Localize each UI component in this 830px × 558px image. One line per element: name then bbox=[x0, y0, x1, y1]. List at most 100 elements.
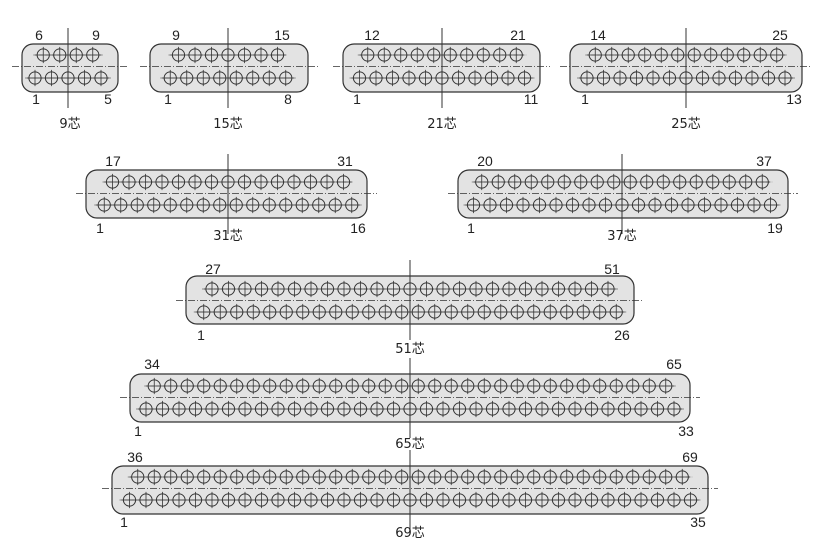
pin-symbol bbox=[490, 173, 507, 191]
pin-symbol bbox=[179, 377, 196, 395]
pin-label-bottom-first: 1 bbox=[32, 91, 40, 107]
pin-symbol bbox=[203, 491, 221, 509]
pin-symbol bbox=[616, 400, 633, 418]
pin-symbol bbox=[476, 303, 493, 321]
pin-label-bottom-first: 1 bbox=[467, 220, 475, 236]
pin-symbol bbox=[302, 173, 319, 191]
pin-symbol bbox=[575, 303, 592, 321]
pin-symbol bbox=[608, 303, 625, 321]
pin-label-bottom-last: 16 bbox=[350, 220, 366, 236]
pin-symbol bbox=[203, 46, 220, 64]
pin-label-top-first: 36 bbox=[127, 449, 143, 465]
pin-symbol bbox=[564, 196, 581, 214]
pin-label-bottom-last: 11 bbox=[524, 91, 539, 107]
pin-symbol bbox=[286, 400, 303, 418]
pin-symbol bbox=[385, 491, 402, 509]
pin-symbol bbox=[500, 491, 518, 509]
pin-symbol bbox=[451, 491, 468, 509]
pin-symbol bbox=[566, 280, 584, 298]
pin-symbol bbox=[558, 468, 575, 486]
pin-symbol bbox=[481, 196, 499, 214]
pin-symbol bbox=[269, 173, 286, 191]
pin-symbol bbox=[186, 173, 204, 191]
pin-symbol bbox=[285, 173, 303, 191]
pin-symbol bbox=[636, 46, 653, 64]
pin-symbol bbox=[220, 491, 237, 509]
pin-symbol bbox=[294, 196, 311, 214]
pin-symbol bbox=[644, 69, 662, 87]
pin-symbol bbox=[385, 400, 402, 418]
pin-symbol bbox=[550, 491, 567, 509]
pin-symbol bbox=[335, 280, 353, 298]
pin-symbol bbox=[727, 69, 744, 87]
pin-symbol bbox=[473, 173, 490, 191]
pin-label-top-last: 31 bbox=[337, 153, 353, 169]
pin-symbol bbox=[343, 196, 360, 214]
pin-symbol bbox=[434, 280, 452, 298]
pin-symbol bbox=[665, 491, 683, 509]
pin-symbol bbox=[261, 69, 278, 87]
pin-symbol bbox=[310, 196, 327, 214]
pin-symbol bbox=[377, 377, 394, 395]
pin-symbol bbox=[566, 491, 584, 509]
connector-caption: 37芯 bbox=[607, 229, 637, 244]
pin-symbol bbox=[351, 69, 368, 87]
pin-symbol bbox=[195, 69, 212, 87]
pin-symbol bbox=[344, 377, 361, 395]
pin-symbol bbox=[211, 69, 228, 87]
pin-symbol bbox=[533, 491, 551, 509]
pin-symbol bbox=[245, 303, 262, 321]
pin-symbol bbox=[578, 69, 596, 87]
pin-symbol bbox=[442, 46, 459, 64]
pin-symbol bbox=[162, 69, 179, 87]
pin-symbol bbox=[661, 69, 678, 87]
pin-symbol bbox=[294, 468, 311, 486]
pin-symbol bbox=[624, 468, 641, 486]
pin-symbol bbox=[484, 400, 501, 418]
pin-label-bottom-first: 1 bbox=[353, 91, 361, 107]
pin-symbol bbox=[145, 196, 162, 214]
pin-symbol bbox=[657, 468, 674, 486]
pin-symbol bbox=[319, 280, 336, 298]
pin-symbol bbox=[525, 468, 542, 486]
pin-symbol bbox=[499, 69, 517, 87]
pin-symbol bbox=[443, 377, 460, 395]
pin-symbol bbox=[599, 400, 617, 418]
pin-symbol bbox=[76, 69, 93, 87]
pin-symbol bbox=[244, 69, 261, 87]
pin-symbol bbox=[253, 491, 270, 509]
pin-symbol bbox=[417, 69, 434, 87]
pin-symbol bbox=[344, 303, 361, 321]
pin-symbol bbox=[434, 491, 452, 509]
pin-symbol bbox=[492, 377, 509, 395]
pin-symbol bbox=[426, 303, 443, 321]
pin-label-bottom-last: 8 bbox=[284, 91, 292, 107]
pin-symbol bbox=[377, 303, 394, 321]
pin-symbol bbox=[542, 303, 559, 321]
pin-label-bottom-last: 13 bbox=[786, 91, 802, 107]
pin-symbol bbox=[467, 280, 485, 298]
pin-symbol bbox=[641, 377, 658, 395]
pin-symbol bbox=[583, 491, 600, 509]
pin-symbol bbox=[236, 173, 253, 191]
pin-symbol bbox=[137, 491, 155, 509]
pin-symbol bbox=[294, 303, 311, 321]
pin-symbol bbox=[278, 468, 295, 486]
pin-symbol bbox=[137, 400, 155, 418]
pin-symbol bbox=[492, 303, 509, 321]
pin-symbol bbox=[657, 377, 674, 395]
connector-body bbox=[21, 43, 119, 93]
pin-symbol bbox=[737, 173, 754, 191]
pin-symbol bbox=[595, 69, 612, 87]
pin-label-top-last: 21 bbox=[510, 27, 526, 43]
pin-symbol bbox=[212, 303, 229, 321]
pin-symbol bbox=[236, 491, 254, 509]
pin-symbol bbox=[252, 173, 270, 191]
pin-symbol bbox=[523, 173, 540, 191]
pin-symbol bbox=[59, 69, 77, 87]
pin-label-bottom-first: 1 bbox=[197, 327, 205, 343]
pin-symbol bbox=[575, 468, 592, 486]
